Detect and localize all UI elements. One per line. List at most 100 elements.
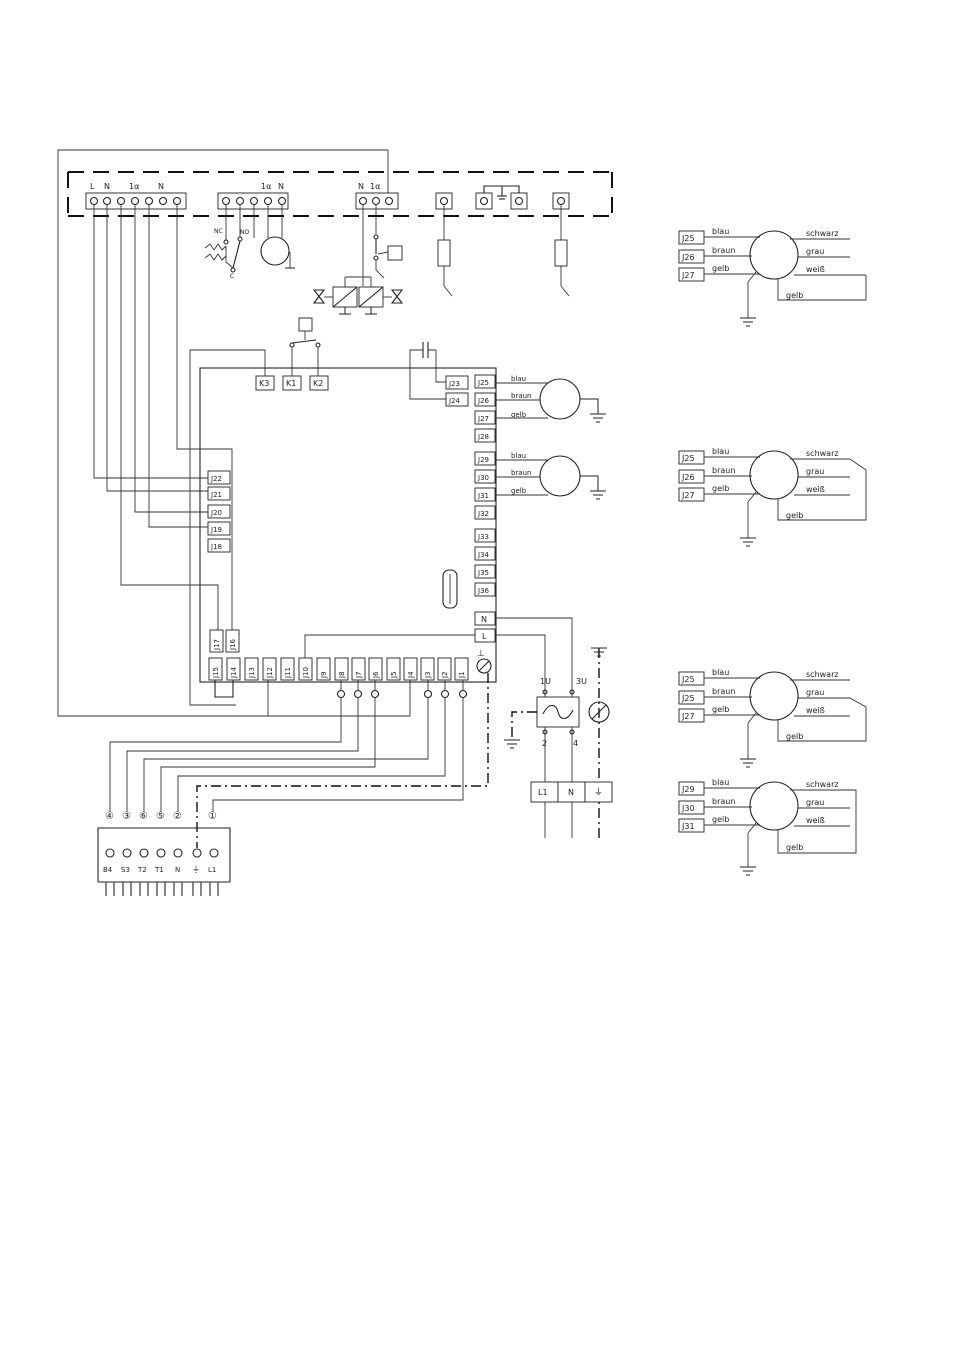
md1-terminal-2: J26 <box>681 253 695 262</box>
connector-circ-4: ④ <box>105 811 114 822</box>
switch-label-4: 4 <box>573 739 578 748</box>
tb2-label-1a: 1α <box>261 182 271 191</box>
bottom-terminal-j14: J14 <box>230 666 238 679</box>
md1-terminal-1: J25 <box>681 234 695 243</box>
relay-k1: K1 <box>286 379 296 388</box>
right-terminal-j35: J35 <box>477 569 489 577</box>
j15-j14-link <box>214 680 234 698</box>
mid-terminal-j16: J16 <box>229 638 237 651</box>
md3-left-2: braun <box>712 687 735 696</box>
md2-terminal-2: J26 <box>681 473 695 482</box>
bottom-terminal-j8: J8 <box>338 671 346 679</box>
board-earth-symbol: ⊥ <box>477 649 485 659</box>
valve-label-no: NO <box>240 229 249 236</box>
connector-circ-6: ⑥ <box>139 811 148 822</box>
md4-bottom: gelb <box>786 843 803 852</box>
bottom-terminal-j1: J1 <box>458 671 466 679</box>
valve-label-nc: NC <box>214 228 223 235</box>
mid-terminal-j17: J17 <box>213 639 221 651</box>
connector-label-t2: T2 <box>137 866 147 874</box>
terminal-block-2: 1α N <box>217 182 289 210</box>
tb1-label-N2: N <box>158 182 164 191</box>
md2-right-3: weiß <box>806 485 825 494</box>
md3-terminal-2: J25 <box>681 694 695 703</box>
bottom-terminal-j12: J12 <box>266 667 274 679</box>
connector-circ-3: ③ <box>122 811 131 822</box>
changeover-valve: NC NO C <box>204 205 295 280</box>
board-motor-1: blau braun gelb <box>495 375 606 423</box>
bottom-terminal-j7: J7 <box>355 671 363 679</box>
bottom-terminal-j15: J15 <box>212 667 220 679</box>
left-terminal-j20: J20 <box>210 509 222 517</box>
md1-left-3: gelb <box>712 264 729 273</box>
outer-loop-wire <box>57 149 411 717</box>
electrodes <box>437 205 570 297</box>
md3-right-3: weiß <box>806 706 825 715</box>
md2-left-3: gelb <box>712 484 729 493</box>
left-terminal-j22: J22 <box>210 475 222 483</box>
bottom-terminal-j11: J11 <box>284 667 292 679</box>
board-motor1-wire-braun: braun <box>511 392 531 400</box>
tb1-label-L: L <box>90 182 95 191</box>
md3-right-2: grau <box>806 688 824 697</box>
md2-right-2: grau <box>806 467 824 476</box>
main-switch: 1U 3U 2 4 <box>495 617 610 838</box>
md4-right-3: weiß <box>806 816 825 825</box>
md4-right-1: schwarz <box>806 780 839 789</box>
right-terminal-j27: J27 <box>477 415 489 423</box>
switch-label-3u: 3U <box>576 677 587 686</box>
single-terminals <box>435 185 570 210</box>
connector-circ-1: ① <box>208 811 217 822</box>
md2-bottom: gelb <box>786 511 803 520</box>
right-terminal-j32: J32 <box>477 510 489 518</box>
left-terminal-j19: J19 <box>210 526 222 534</box>
connector-label-l1: L1 <box>208 866 216 874</box>
md2-terminal-1: J25 <box>681 454 695 463</box>
connector-label-b4: B4 <box>103 866 113 874</box>
md1-terminal-3: J27 <box>681 271 695 280</box>
md1-bottom: gelb <box>786 291 803 300</box>
md3-left-1: blau <box>712 668 729 677</box>
tb1-label-1a: 1α <box>129 182 139 191</box>
right-terminal-j29: J29 <box>477 456 489 464</box>
md3-left-3: gelb <box>712 705 729 714</box>
right-terminal-j28: J28 <box>477 433 489 441</box>
switch-label-2: 2 <box>542 739 547 748</box>
md2-left-2: braun <box>712 466 735 475</box>
md2-terminal-3: J27 <box>681 491 695 500</box>
board-motor-2: blau braun gelb <box>495 452 606 500</box>
switch-label-1u: 1U <box>540 677 551 686</box>
connector-label-s3: S3 <box>121 866 130 874</box>
terminal-block-3: N 1α <box>355 182 399 210</box>
tb1-label-N: N <box>104 182 110 191</box>
bottom-terminal-j10: J10 <box>302 667 310 679</box>
control-board: K3 K1 K2 J23 J24 J25 J26 J27 J28 J2 <box>189 317 497 706</box>
md4-terminal-2: J30 <box>681 804 695 813</box>
md4-left-2: braun <box>712 797 735 806</box>
left-terminal-j18: J18 <box>210 543 222 551</box>
cap-terminal-j23: J23 <box>448 380 460 388</box>
right-terminal-j33: J33 <box>477 533 489 541</box>
md3-terminal-3: J27 <box>681 712 695 721</box>
md4-terminal-1: J29 <box>681 785 695 794</box>
md1-right-3: weiß <box>806 265 825 274</box>
bottom-terminals: J15 J14 J13 J12 J11 J10 J9 J8 J7 J6 J5 J… <box>208 657 469 681</box>
bottom-terminal-j3: J3 <box>424 671 432 679</box>
connector-circ-2: ② <box>173 811 182 822</box>
gas-valve-assembly <box>312 205 404 315</box>
tb2-label-N: N <box>278 182 284 191</box>
board-motor1-wire-gelb: gelb <box>511 411 527 419</box>
md2-left-1: blau <box>712 447 729 456</box>
relay-k3: K3 <box>259 379 269 388</box>
md4-left-1: blau <box>712 778 729 787</box>
wires-block1 <box>93 205 233 632</box>
connector-label-earth: ⏚ <box>192 865 200 874</box>
power-terminal-l: L <box>482 632 487 641</box>
bottom-terminal-j6: J6 <box>372 671 380 679</box>
right-terminal-j34: J34 <box>477 551 490 559</box>
tb3-label-1a: 1α <box>370 182 380 191</box>
bottom-connector-wires <box>109 673 489 848</box>
right-terminal-j30: J30 <box>477 474 489 482</box>
tb3-label-N: N <box>358 182 364 191</box>
top-enclosure <box>67 171 613 217</box>
